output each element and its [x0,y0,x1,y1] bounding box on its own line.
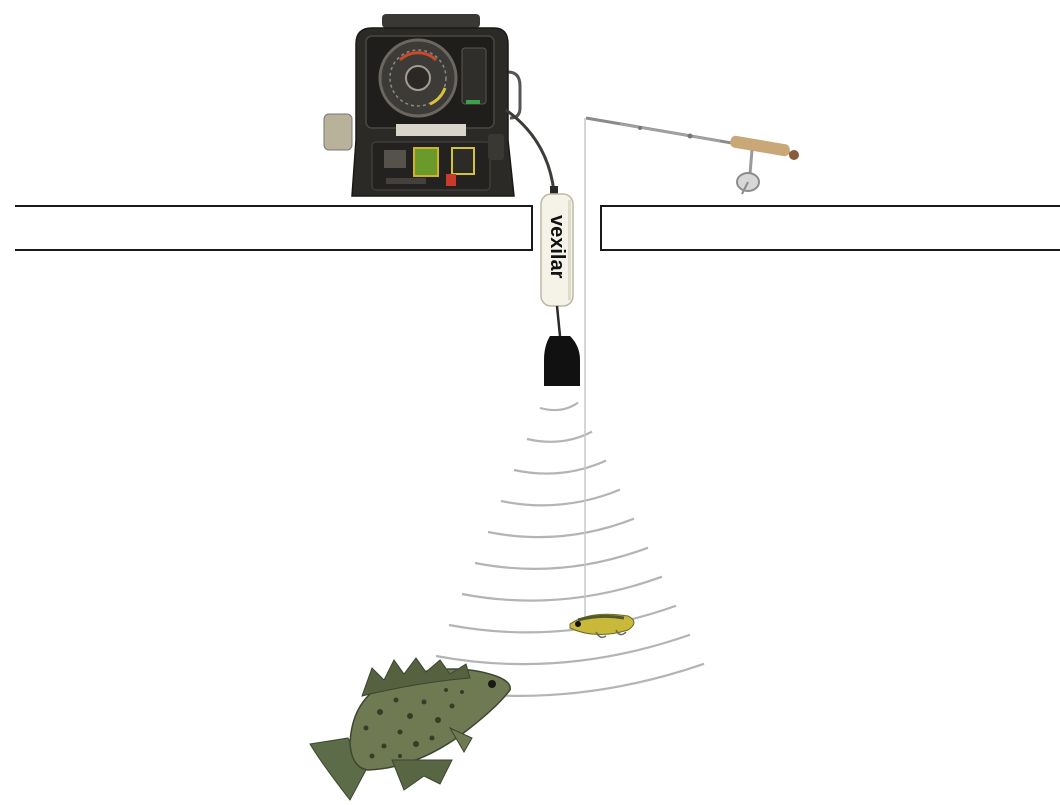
sonar-wave-arc [514,461,606,474]
sonar-wave-arc [527,432,592,442]
sonar-waves [423,403,704,696]
ice-left-slab [15,206,532,250]
sonar-wave-arc [488,519,634,537]
sonar-wave-arc [540,403,578,410]
transducer-float: vexilar [541,186,573,306]
rod-cork-handle [729,135,790,157]
sonar-wave-arc [462,577,662,601]
transducer-brand-label: vexilar [546,215,568,279]
flasher-dial [380,40,456,116]
fish-eye [488,680,496,688]
spinning-reel [737,150,759,194]
crappie-fish [310,658,510,800]
sonar-wave-arc [436,635,690,664]
flasher-battery-indicator [414,148,438,176]
fish-anal-fin [392,760,452,790]
ice-right-slab [601,206,1060,250]
flasher-side-mount [324,114,352,150]
transducer-cord [557,306,560,336]
sonar-wave-arc [475,548,648,569]
fishing-lure [570,614,634,637]
fishing-rod [586,118,799,194]
sonar-wave-arc [501,490,620,506]
sonar-wave-arc [449,606,676,633]
transducer-head [544,336,580,386]
transducer-cable [506,110,554,192]
ice-layer [15,206,1060,250]
flasher-unit [324,14,520,196]
